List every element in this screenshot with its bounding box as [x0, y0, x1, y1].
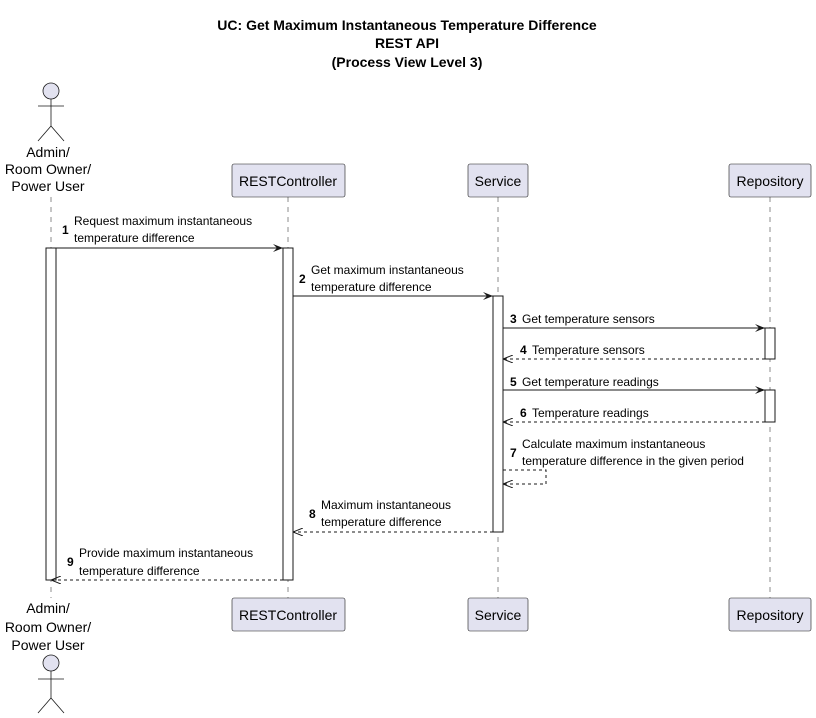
actor-label-line: Power User	[11, 178, 84, 194]
participant-repository-bottom: Repository	[728, 597, 812, 632]
message-label-line: Get temperature readings	[522, 375, 659, 389]
actor-label-line: Power User	[11, 637, 84, 653]
message-3: 3 Get temperature sensors	[503, 312, 765, 332]
actor-top: Admin/ Room Owner/ Power User	[5, 82, 91, 194]
actor-label-line: Admin/	[26, 144, 70, 160]
activation-repository	[764, 327, 776, 360]
message-label-line: temperature difference	[311, 280, 432, 294]
message-label-line: Calculate maximum instantaneous	[522, 437, 705, 451]
message-label-line: Maximum instantaneous	[321, 498, 451, 512]
message-2: 2 Get maximum instantaneous temperature …	[293, 263, 493, 300]
stick-figure-icon	[37, 82, 65, 142]
title-line-2: REST API	[375, 35, 439, 51]
stick-figure-icon	[37, 654, 65, 714]
participant-restcontroller-top: RESTController	[231, 163, 346, 198]
message-number: 5	[510, 375, 517, 389]
message-5: 5 Get temperature readings	[503, 375, 765, 394]
activation-repository	[764, 389, 776, 423]
participant-restcontroller-bottom: RESTController	[231, 597, 346, 632]
diagram-title: UC: Get Maximum Instantaneous Temperatur…	[217, 17, 597, 70]
title-line-3: (Process View Level 3)	[332, 54, 483, 70]
participant-service-top: Service	[467, 163, 529, 198]
actor-label-line: Admin/	[26, 600, 70, 616]
participant-service-bottom: Service	[467, 597, 529, 632]
participant-label: Service	[475, 173, 522, 189]
message-number: 1	[62, 223, 69, 237]
activation-restcontroller	[282, 247, 294, 581]
actor-bottom: Admin/ Room Owner/ Power User	[5, 600, 91, 714]
message-7-self: 7 Calculate maximum instantaneous temper…	[503, 437, 744, 484]
participant-label: Repository	[737, 173, 804, 189]
actor-label-line: Room Owner/	[5, 161, 91, 177]
participant-repository-top: Repository	[728, 163, 812, 198]
message-9: 9 Provide maximum instantaneous temperat…	[51, 546, 283, 580]
message-number: 6	[520, 406, 527, 420]
message-label-line: Get temperature sensors	[522, 312, 655, 326]
message-label-line: temperature difference	[74, 231, 195, 245]
title-line-1: UC: Get Maximum Instantaneous Temperatur…	[217, 17, 597, 33]
message-label-line: Request maximum instantaneous	[74, 214, 252, 228]
message-label-line: temperature difference in the given peri…	[522, 454, 744, 468]
message-label-line: temperature difference	[79, 564, 200, 578]
activation-actor	[45, 247, 57, 581]
message-8: 8 Maximum instantaneous temperature diff…	[293, 498, 493, 532]
participant-label: Repository	[737, 607, 804, 623]
message-6: 6 Temperature readings	[503, 406, 765, 422]
message-label-line: Temperature sensors	[532, 343, 645, 357]
message-label-line: Get maximum instantaneous	[311, 263, 464, 277]
message-number: 3	[510, 312, 517, 326]
activation-service	[492, 295, 504, 533]
message-number: 4	[520, 343, 527, 357]
message-label-line: Temperature readings	[532, 406, 649, 420]
message-4: 4 Temperature sensors	[503, 343, 765, 359]
participant-label: RESTController	[239, 607, 337, 623]
message-arrow	[503, 469, 547, 484]
actor-label-line: Room Owner/	[5, 619, 91, 635]
message-number: 8	[309, 507, 316, 521]
message-label-line: Provide maximum instantaneous	[79, 546, 253, 560]
message-number: 7	[510, 446, 517, 460]
message-number: 9	[67, 555, 74, 569]
participant-label: RESTController	[239, 173, 337, 189]
message-number: 2	[299, 272, 306, 286]
message-1: 1 Request maximum instantaneous temperat…	[56, 214, 283, 252]
participant-label: Service	[475, 607, 522, 623]
message-label-line: temperature difference	[321, 515, 442, 529]
